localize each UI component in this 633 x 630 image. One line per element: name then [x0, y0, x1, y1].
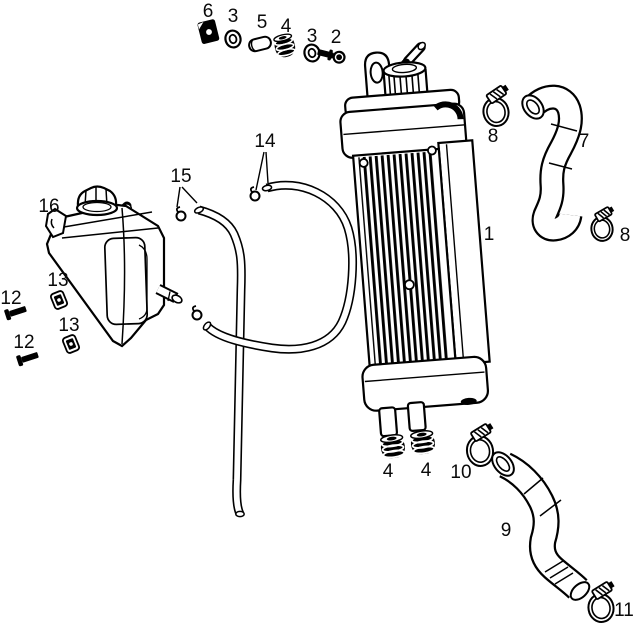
tank-mount-tab: [44, 207, 68, 239]
square-nut-13a: [49, 290, 69, 310]
callout-8b: 8: [620, 225, 631, 246]
grommet-4c: [410, 430, 436, 455]
callout-4c: 4: [421, 460, 432, 481]
radiator-bottom-tank: [361, 355, 490, 412]
callout-2: 2: [331, 27, 342, 48]
tank-cap: [75, 185, 119, 217]
hose-clip-14: [249, 186, 261, 202]
overflow-hose-15: [193, 205, 246, 518]
callout-6: 6: [203, 1, 214, 22]
spacer-5: [248, 35, 272, 53]
callout-11: 11: [614, 600, 633, 621]
o-ring-3a: [224, 29, 242, 49]
callout-12a: 12: [0, 288, 21, 309]
leader-line-14: [255, 151, 269, 191]
callout-3b: 3: [307, 26, 318, 47]
callout-14: 14: [254, 131, 276, 152]
callout-15: 15: [170, 166, 191, 187]
hose-clip-14b: [191, 305, 203, 321]
hose-clamp-11: [587, 581, 615, 623]
grommet-4a: [273, 33, 296, 58]
callout-1: 1: [484, 224, 495, 245]
hose-clamp-10: [465, 423, 495, 467]
callout-13a: 13: [47, 270, 68, 291]
callout-12b: 12: [13, 332, 34, 353]
callout-9: 9: [501, 520, 512, 541]
nut-plate-6: [197, 19, 220, 44]
hose-clamp-8a: [482, 84, 510, 127]
callout-16: 16: [38, 196, 59, 217]
radiator-core-fins: [351, 145, 457, 369]
grommet-4b: [380, 434, 406, 459]
bolt-12b: [16, 352, 39, 367]
vent-hose-14: [202, 180, 358, 354]
radiator-outlet-pegs: [378, 401, 427, 438]
callout-5: 5: [257, 12, 268, 33]
hose-clip-15: [175, 206, 187, 222]
callout-7: 7: [579, 131, 590, 152]
o-ring-3b: [303, 43, 321, 63]
callout-4a: 4: [281, 16, 292, 37]
overflow-tank-16: [44, 185, 183, 348]
square-nut-13b: [61, 334, 81, 354]
bolt-12a: [4, 306, 27, 321]
screw-2: [317, 49, 346, 64]
radiator-top-tank: [339, 88, 468, 159]
upper-hose-7: [521, 84, 583, 242]
callout-13b: 13: [58, 315, 79, 336]
leader-line-15: [176, 186, 198, 208]
callout-8a: 8: [488, 126, 499, 147]
radiator: [339, 41, 491, 438]
callout-10: 10: [450, 462, 471, 483]
hose-clamp-8b: [590, 206, 615, 242]
lower-hose-9: [491, 451, 591, 601]
tank-outlet-nozzle: [155, 284, 183, 304]
callout-4b: 4: [383, 461, 394, 482]
callout-3a: 3: [228, 6, 239, 27]
